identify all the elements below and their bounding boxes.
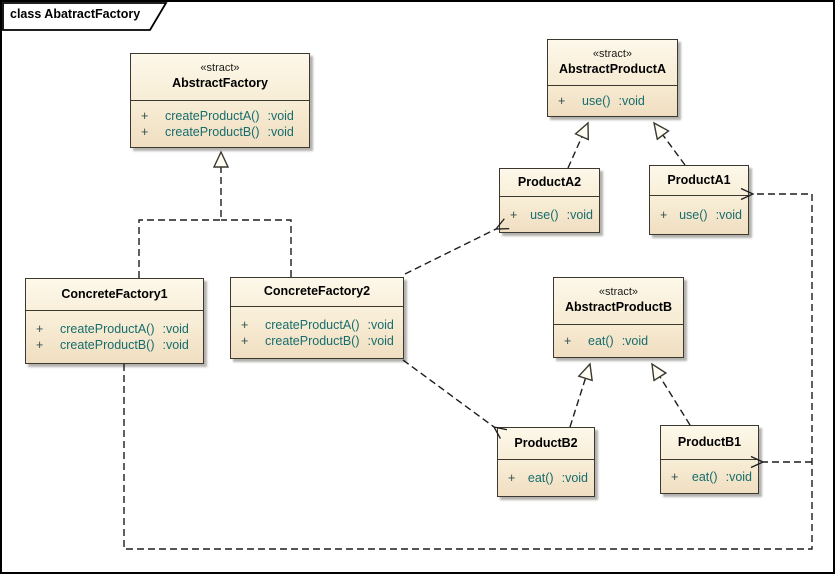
class-header: ProductB2 xyxy=(498,428,594,459)
method-row: + use() :void xyxy=(660,208,742,222)
visibility: + xyxy=(241,333,249,348)
method-signature: eat() xyxy=(588,334,614,348)
visibility: + xyxy=(141,109,149,123)
class-methods-compartment: + createProductA() :void + createProduct… xyxy=(231,306,403,358)
class-methods-compartment: + use() :void xyxy=(500,196,599,232)
realization-productb2-abstractproductb[interactable] xyxy=(569,364,590,428)
class-methods-compartment: + use() :void xyxy=(548,85,677,116)
class-box-abstractfactory[interactable]: «stract» AbstractFactory + createProduct… xyxy=(130,53,310,148)
return-type: :void xyxy=(367,317,394,332)
class-name: AbstractProductA xyxy=(559,61,666,76)
method-row: + createProductA() :void xyxy=(241,318,397,332)
visibility: + xyxy=(36,338,44,352)
class-box-producta1[interactable]: ProductA1 + use() :void xyxy=(649,165,749,235)
return-type: :void xyxy=(621,334,649,348)
class-methods-compartment: + createProductA() :void + createProduct… xyxy=(26,310,203,363)
return-type: :void xyxy=(566,207,593,222)
visibility: + xyxy=(141,125,149,139)
return-type: :void xyxy=(162,338,189,352)
realization-producta1-abstractproducta[interactable] xyxy=(654,123,686,166)
visibility: + xyxy=(564,334,572,348)
return-type: :void xyxy=(267,109,294,123)
visibility: + xyxy=(241,317,249,332)
return-type: :void xyxy=(725,469,752,484)
method-signature: createProductA() xyxy=(165,109,260,123)
class-header: ProductA2 xyxy=(500,169,599,196)
class-header: ProductA1 xyxy=(650,166,748,195)
class-name: ProductA2 xyxy=(517,174,582,189)
method-row: + createProductA() :void xyxy=(36,322,197,336)
method-row: + eat() :void xyxy=(564,334,677,348)
class-box-abstractproductb[interactable]: «stract» AbstractProductB + eat() :void xyxy=(553,277,684,358)
class-methods-compartment: + eat() :void xyxy=(554,324,683,357)
return-type: :void xyxy=(618,94,645,108)
visibility: + xyxy=(508,471,516,485)
method-row: + eat() :void xyxy=(671,470,752,484)
method-row: + use() :void xyxy=(510,208,593,222)
method-signature: createProductB() xyxy=(265,333,360,348)
class-header: «stract» AbstractProductB xyxy=(554,278,683,324)
return-type: :void xyxy=(715,208,742,222)
method-row: + createProductB() :void xyxy=(241,334,397,348)
class-name: ConcreteFactory2 xyxy=(263,284,371,299)
return-type: :void xyxy=(162,322,189,336)
class-box-concretefactory1[interactable]: ConcreteFactory1 + createProductA() :voi… xyxy=(25,278,204,364)
class-header: ConcreteFactory1 xyxy=(26,279,203,310)
class-box-productb1[interactable]: ProductB1 + eat() :void xyxy=(660,425,759,494)
class-box-concretefactory2[interactable]: ConcreteFactory2 + createProductA() :voi… xyxy=(230,277,404,359)
visibility: + xyxy=(671,469,679,484)
class-name: ProductB2 xyxy=(514,435,578,450)
realization-concretefactory1-abstractfactory[interactable] xyxy=(138,152,221,278)
class-methods-compartment: + eat() :void xyxy=(661,459,758,493)
method-row: + eat() :void xyxy=(508,471,588,485)
realization-concretefactory2-abstractfactory[interactable] xyxy=(221,219,292,277)
method-signature: use() xyxy=(582,94,611,108)
visibility: + xyxy=(660,208,668,222)
method-row: + createProductA() :void xyxy=(141,109,303,123)
method-signature: createProductB() xyxy=(60,338,155,352)
class-name: ConcreteFactory1 xyxy=(61,286,168,301)
dependency-concretefactory2-producta2[interactable] xyxy=(404,218,510,275)
visibility: + xyxy=(558,94,566,108)
method-signature: use() xyxy=(530,207,559,222)
class-box-productb2[interactable]: ProductB2 + eat() :void xyxy=(497,427,595,497)
visibility: + xyxy=(510,207,518,222)
class-methods-compartment: + createProductA() :void + createProduct… xyxy=(131,100,309,147)
class-header: ProductB1 xyxy=(661,426,758,459)
class-box-abstractproducta[interactable]: «stract» AbstractProductA + use() :void xyxy=(547,39,678,117)
class-header: ConcreteFactory2 xyxy=(231,278,403,306)
class-name: AbstractProductB xyxy=(565,300,672,315)
class-name: AbstractFactory xyxy=(172,76,268,91)
method-signature: createProductB() xyxy=(165,125,260,139)
method-signature: createProductA() xyxy=(60,322,155,336)
frame-title: class AbatractFactory xyxy=(10,7,141,21)
return-type: :void xyxy=(561,471,588,485)
method-signature: eat() xyxy=(527,471,554,485)
dependency-concretefactory2-productb2[interactable] xyxy=(402,359,508,439)
class-name: ProductA1 xyxy=(667,172,731,187)
class-header: «stract» AbstractProductA xyxy=(548,40,677,85)
method-signature: eat() xyxy=(691,469,718,484)
stereotype-label: «stract» xyxy=(598,286,639,299)
return-type: :void xyxy=(367,333,394,348)
class-header: «stract» AbstractFactory xyxy=(131,54,309,100)
method-signature: use() xyxy=(679,208,708,222)
stereotype-label: «stract» xyxy=(592,47,633,60)
dependency-concretefactory1-producta1[interactable] xyxy=(123,187,813,550)
visibility: + xyxy=(36,322,44,336)
realization-productb1-abstractproductb[interactable] xyxy=(652,364,691,426)
method-row: + use() :void xyxy=(558,94,671,108)
method-row: + createProductB() :void xyxy=(36,338,197,352)
class-methods-compartment: + use() :void xyxy=(650,195,748,234)
class-name: ProductB1 xyxy=(677,434,742,449)
method-row: + createProductB() :void xyxy=(141,125,303,139)
realization-producta2-abstractproducta[interactable] xyxy=(567,123,588,169)
stereotype-label: «stract» xyxy=(200,62,240,75)
class-box-producta2[interactable]: ProductA2 + use() :void xyxy=(499,168,600,233)
class-methods-compartment: + eat() :void xyxy=(498,459,594,496)
method-signature: createProductA() xyxy=(265,317,360,332)
return-type: :void xyxy=(267,125,294,139)
